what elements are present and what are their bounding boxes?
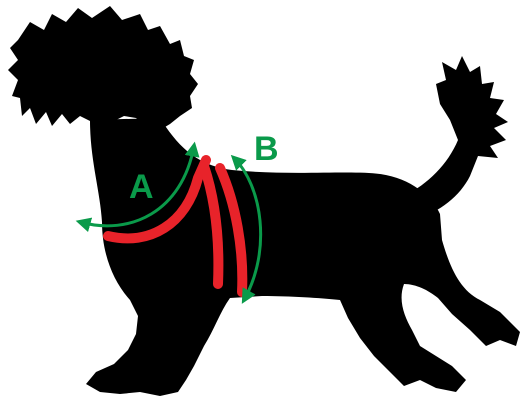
dog-silhouette-icon [8, 6, 520, 396]
chest-measurement-label: B [254, 130, 279, 168]
neck-measurement-label: A [129, 168, 154, 206]
